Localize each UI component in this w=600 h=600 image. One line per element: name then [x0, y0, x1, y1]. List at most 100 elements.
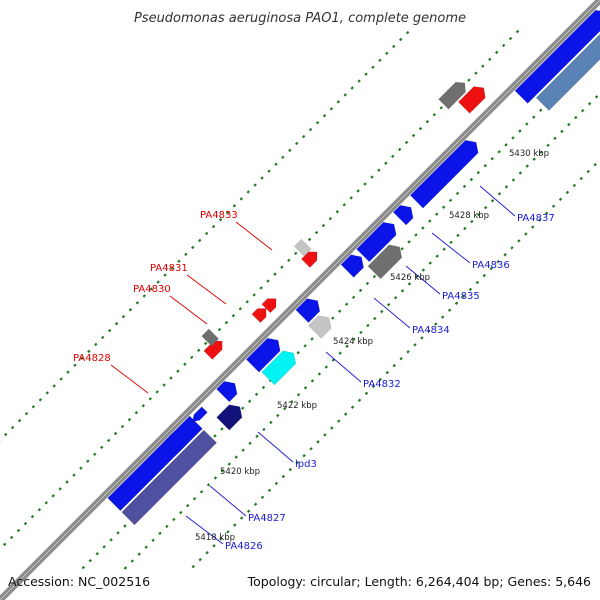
leader-line	[110, 364, 149, 394]
kbp-label: 5430 kbp	[509, 149, 549, 159]
tick-dot	[447, 308, 452, 312]
tick-dot	[518, 129, 522, 133]
tick-dot	[468, 287, 473, 292]
tick-dot	[343, 412, 348, 416]
tick-dot	[191, 564, 195, 569]
tick-dot	[295, 460, 299, 465]
tick-dot	[95, 552, 99, 556]
tick-dot	[259, 286, 263, 290]
tick-dot	[246, 190, 250, 194]
tick-dot	[114, 321, 119, 326]
gene-label: PA4831	[150, 263, 188, 274]
tick-dot	[51, 494, 55, 498]
tick-dot	[44, 501, 48, 505]
tick-dot	[560, 129, 564, 134]
gene-feature	[340, 254, 364, 278]
tick-dot	[399, 356, 403, 361]
tick-dot	[58, 487, 62, 491]
tick-dot	[351, 295, 356, 300]
gene-feature	[192, 406, 208, 422]
tick-dot	[344, 302, 349, 306]
tick-dot	[199, 490, 204, 494]
tick-dot	[226, 530, 230, 534]
tick-dot	[9, 535, 14, 540]
tick-dot	[225, 211, 230, 215]
tick-dot	[273, 272, 277, 276]
tick-dot	[148, 397, 152, 401]
tick-dot	[474, 71, 478, 75]
tick-dot	[463, 226, 467, 231]
tick-dot	[510, 246, 514, 250]
tick-dot	[338, 309, 342, 313]
tick-dot	[496, 259, 500, 264]
tick-dot	[93, 452, 97, 456]
tick-dot	[428, 219, 432, 223]
tick-dot	[31, 405, 36, 409]
tick-dot	[594, 95, 599, 99]
tick-dot	[330, 426, 334, 430]
tick-dot	[456, 233, 460, 238]
tick-dot	[206, 483, 211, 487]
tick-dot	[370, 175, 374, 179]
tick-dot	[262, 427, 266, 432]
tick-dot	[155, 390, 159, 394]
tick-dot	[488, 57, 492, 61]
tick-dot	[467, 78, 471, 82]
tick-dot	[407, 240, 411, 244]
tick-dot	[461, 294, 466, 299]
tick-dot	[296, 351, 300, 355]
tick-dot	[184, 252, 188, 257]
gene-feature	[216, 404, 243, 431]
tick-dot	[435, 254, 439, 258]
tick-dot	[406, 350, 410, 354]
tick-dot	[247, 399, 252, 403]
tick-dot	[287, 258, 291, 262]
tick-dot	[322, 114, 327, 118]
tick-dot	[356, 189, 360, 193]
tick-dot	[434, 322, 438, 326]
tick-dot	[392, 44, 396, 49]
gene-feature	[438, 81, 466, 110]
tick-dot	[497, 150, 501, 154]
tick-dot	[365, 281, 370, 286]
tick-dot	[301, 134, 306, 139]
tick-dot	[288, 148, 292, 153]
tick-dot	[414, 233, 418, 237]
tick-dot	[255, 434, 259, 439]
tick-dot	[211, 224, 216, 229]
tick-dot	[432, 113, 437, 117]
tick-dot	[329, 107, 334, 111]
tick-dot	[342, 203, 346, 207]
gene-label: PA4835	[442, 291, 480, 302]
tick-dot	[241, 448, 245, 452]
tick-dot	[102, 545, 106, 549]
tick-dot	[495, 50, 499, 55]
gene-label: PA4836	[472, 260, 510, 271]
tick-dot	[581, 108, 585, 113]
tick-dot	[357, 79, 361, 83]
tick-dot	[525, 164, 529, 168]
tick-dot	[59, 377, 63, 381]
tick-dot	[371, 384, 376, 389]
tick-dot	[310, 379, 315, 383]
gene-feature	[392, 204, 414, 226]
tick-dot	[107, 328, 112, 333]
tick-dot	[303, 386, 308, 390]
tick-dot	[470, 219, 474, 224]
tick-dot	[141, 404, 146, 408]
tick-dot	[267, 169, 271, 173]
tick-dot	[198, 238, 202, 243]
tick-dot	[539, 150, 543, 154]
tick-dot	[349, 196, 353, 200]
tick-dot	[385, 370, 389, 375]
tick-dot	[400, 289, 405, 293]
tick-dot	[579, 176, 583, 181]
tick-dot	[241, 406, 245, 410]
tick-dot	[100, 445, 104, 450]
tick-dot	[574, 115, 578, 120]
tick-dot	[227, 462, 231, 466]
tick-dot	[490, 199, 495, 203]
tick-dot	[142, 294, 146, 298]
